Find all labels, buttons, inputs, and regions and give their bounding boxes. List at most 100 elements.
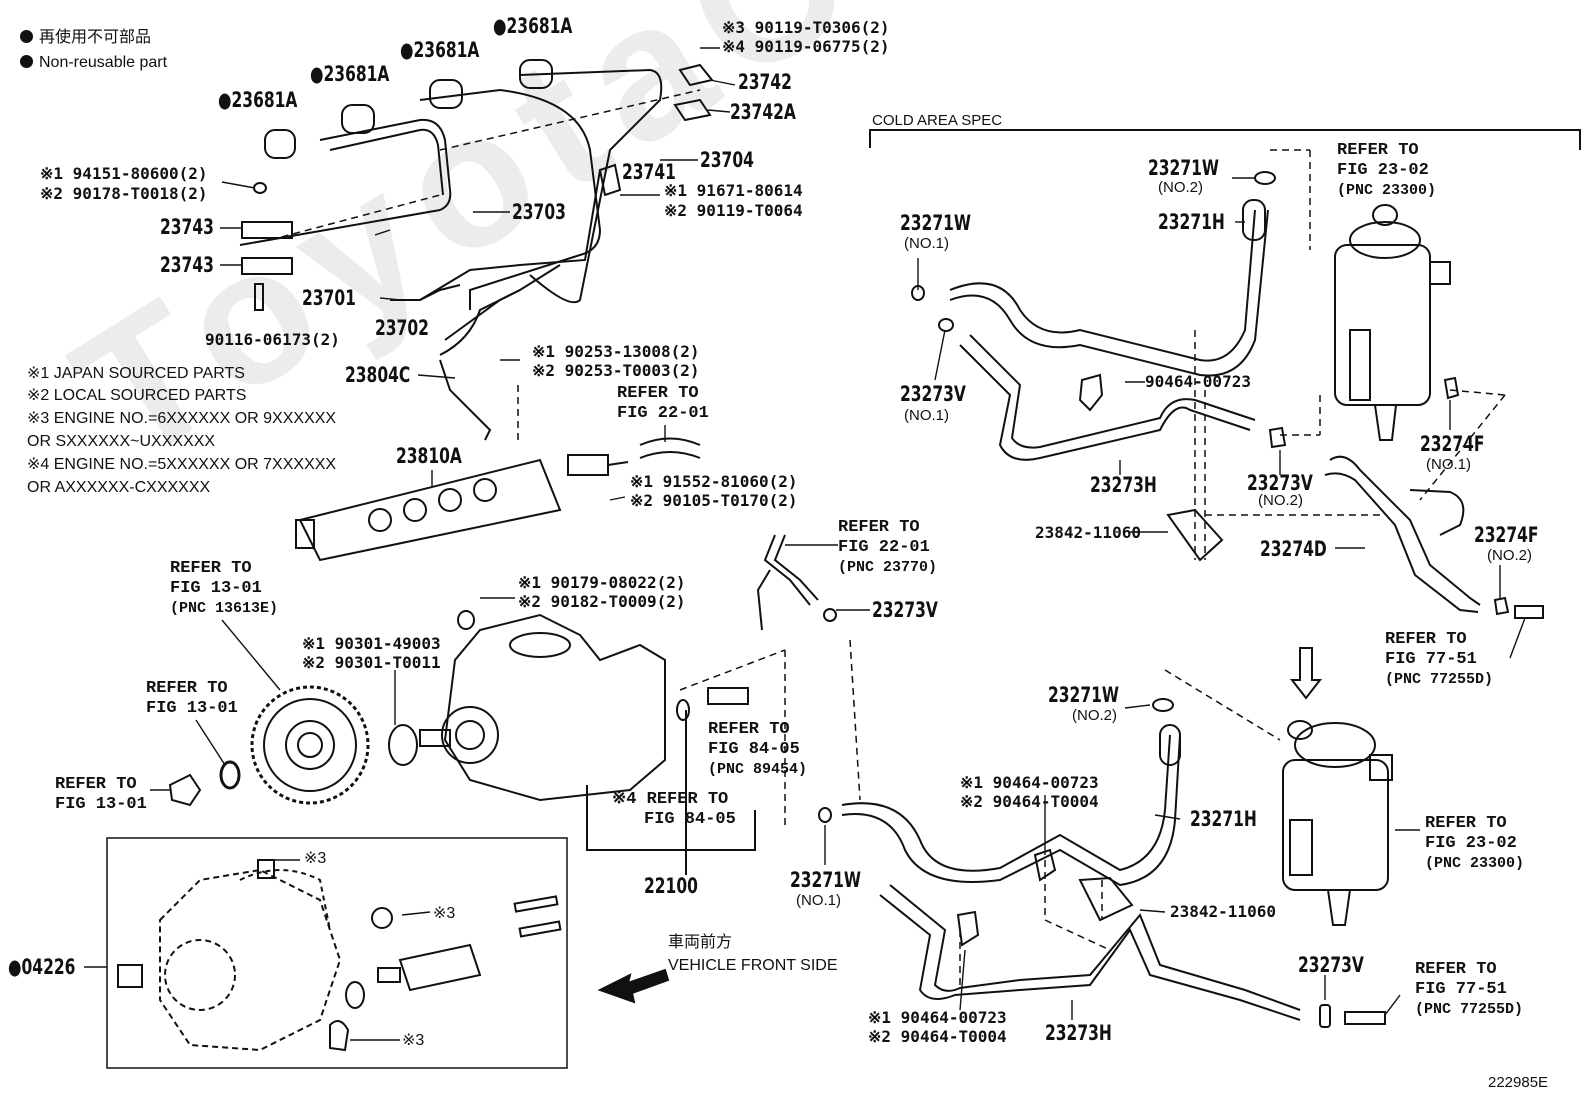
part-sub-no2: (NO.2): [1072, 707, 1117, 724]
part-label-91552-81060[interactable]: ※1 91552-81060(2): [630, 472, 798, 491]
part-label-23681A[interactable]: ●23681A: [310, 62, 390, 86]
part-label-23271W[interactable]: 23271W: [900, 211, 971, 235]
refer-fig-13-01[interactable]: REFER TO FIG 13-01: [146, 679, 238, 718]
injector-nozzles: [264, 59, 553, 159]
part-label-90464-00723[interactable]: ※1 90464-00723: [868, 1008, 1007, 1027]
vehicle-front-jp: 車両前方: [668, 934, 733, 951]
vehicle-front-en: VEHICLE FRONT SIDE: [668, 957, 838, 974]
leader-lines: [84, 47, 1526, 1041]
part-label-23681A[interactable]: ●23681A: [218, 88, 298, 112]
refer-fig-84-05[interactable]: ※4 REFER TO FIG 84-05: [612, 790, 736, 829]
down-arrow: [1289, 647, 1323, 700]
part-label-91671-80614[interactable]: ※1 91671-80614: [664, 181, 803, 200]
part-sub-no1: (NO.1): [1426, 456, 1471, 473]
figure-id: 222985E: [1488, 1074, 1549, 1091]
part-label-23842-11060[interactable]: 23842-11060: [1035, 523, 1141, 542]
part-label-23271W[interactable]: 23271W: [1148, 156, 1219, 180]
part-label-90119-T0064[interactable]: ※2 90119-T0064: [664, 201, 803, 220]
refer-fig-22-01[interactable]: REFER TO FIG 22-01: [617, 384, 709, 423]
part-label-23273H[interactable]: 23273H: [1090, 473, 1157, 497]
part-label-90253-13008[interactable]: ※1 90253-13008(2): [532, 342, 700, 361]
refer-fig-13-01[interactable]: REFER TO FIG 13-01: [55, 775, 147, 814]
part-label-23271H[interactable]: 23271H: [1158, 210, 1225, 234]
cold-area-bracket: [869, 129, 1581, 150]
part-label-90464-T0004[interactable]: ※2 90464-T0004: [960, 792, 1099, 811]
part-label-90464-00723[interactable]: 90464-00723: [1145, 372, 1251, 391]
standard-hoses: [756, 534, 1386, 1028]
part-label-23681A[interactable]: ●23681A: [493, 14, 573, 38]
part-label-23741[interactable]: 23741: [622, 160, 676, 184]
part-label-23810A[interactable]: 23810A: [396, 444, 462, 468]
refer-fig-23-02-pnc-23300[interactable]: REFER TO FIG 23-02 (PNC 23300): [1425, 814, 1525, 872]
non-reusable-bullet-icon: [20, 55, 33, 68]
supply-pump: [419, 610, 749, 802]
part-label-90179-08022[interactable]: ※1 90179-08022(2): [518, 573, 686, 592]
part-label-90178-T0018[interactable]: ※2 90178-T0018(2): [40, 184, 208, 203]
refer-fig-13-01-pnc-13613E[interactable]: REFER TO FIG 13-01 (PNC 13613E): [170, 559, 279, 617]
part-label-90182-T0009[interactable]: ※2 90182-T0009(2): [518, 592, 686, 611]
part-sub-no2: (NO.2): [1487, 547, 1532, 564]
part-label-23273H[interactable]: 23273H: [1045, 1021, 1112, 1045]
part-label-90119-T0306[interactable]: ※3 90119-T0306(2): [722, 18, 890, 37]
dashed-leaders: [269, 89, 1506, 990]
part-label-22100[interactable]: 22100: [644, 874, 698, 898]
legend-jp: 再使用不可部品: [20, 30, 151, 46]
part-label-23701[interactable]: 23701: [302, 286, 356, 310]
note-3-cont: OR SXXXXXX~UXXXXXX: [27, 433, 216, 450]
part-sub-no1: (NO.1): [796, 892, 841, 909]
part-label-04226[interactable]: ●04226: [8, 955, 76, 979]
part-label-90301-T0011[interactable]: ※2 90301-T0011: [302, 653, 441, 672]
fuel-filter-top: [1334, 204, 1451, 441]
part-label-23274F[interactable]: 23274F: [1420, 432, 1485, 456]
part-label-23273V[interactable]: 23273V: [872, 598, 938, 622]
note-4-cont: OR AXXXXXX-CXXXXXX: [27, 479, 211, 496]
refer-fig-23-02-pnc-23300[interactable]: REFER TO FIG 23-02 (PNC 23300): [1337, 141, 1437, 199]
note-ref-3: ※3: [433, 905, 456, 922]
injection-pipes: [239, 68, 663, 441]
note-1: ※1 JAPAN SOURCED PARTS: [27, 365, 245, 382]
part-label-23273V[interactable]: 23273V: [1298, 953, 1364, 977]
pipe-clamps: [241, 63, 714, 311]
refer-fig-22-01-pnc-23770[interactable]: REFER TO FIG 22-01 (PNC 23770): [838, 518, 938, 576]
part-label-90105-T0170[interactable]: ※2 90105-T0170(2): [630, 491, 798, 510]
part-label-23271W[interactable]: 23271W: [1048, 683, 1119, 707]
part-label-23274F[interactable]: 23274F: [1474, 523, 1539, 547]
part-label-90116-06173[interactable]: 90116-06173(2): [205, 330, 340, 349]
part-label-90464-00723[interactable]: ※1 90464-00723: [960, 773, 1099, 792]
sub-assembly-box: [106, 837, 568, 1069]
cold-area-hoses: [911, 171, 1544, 619]
note-ref-3: ※3: [402, 1032, 425, 1049]
part-label-90253-T0003[interactable]: ※2 90253-T0003(2): [532, 361, 700, 380]
note-ref-3: ※3: [304, 850, 327, 867]
drive-gear: [168, 685, 418, 807]
part-sub-no2: (NO.2): [1258, 492, 1303, 509]
part-label-23702[interactable]: 23702: [375, 316, 429, 340]
part-label-23273V[interactable]: 23273V: [1247, 471, 1313, 495]
part-label-23681A[interactable]: ●23681A: [400, 38, 480, 62]
part-label-23704[interactable]: 23704: [700, 148, 754, 172]
part-label-23271W[interactable]: 23271W: [790, 868, 861, 892]
part-label-23743[interactable]: 23743: [160, 215, 214, 239]
part-label-23742A[interactable]: 23742A: [730, 100, 796, 124]
part-label-23743[interactable]: 23743: [160, 253, 214, 277]
common-rail: [295, 437, 701, 562]
part-label-23742[interactable]: 23742: [738, 70, 792, 94]
part-label-90301-49003[interactable]: ※1 90301-49003: [302, 634, 441, 653]
refer-fig-77-51-pnc-77255D[interactable]: REFER TO FIG 77-51 (PNC 77255D): [1415, 960, 1524, 1018]
part-label-90464-T0004[interactable]: ※2 90464-T0004: [868, 1027, 1007, 1046]
refer-fig-84-05-pnc-89454[interactable]: REFER TO FIG 84-05 (PNC 89454): [708, 720, 808, 778]
part-label-90119-06775[interactable]: ※4 90119-06775(2): [722, 37, 890, 56]
note-3: ※3 ENGINE NO.=6XXXXXX OR 9XXXXXX: [27, 410, 337, 427]
note-4: ※4 ENGINE NO.=5XXXXXX OR 7XXXXXX: [27, 456, 337, 473]
part-label-23274D[interactable]: 23274D: [1260, 537, 1327, 561]
part-label-94151-80600[interactable]: ※1 94151-80600(2): [40, 164, 208, 183]
part-label-23842-11060[interactable]: 23842-11060: [1170, 902, 1276, 921]
part-label-23271H[interactable]: 23271H: [1190, 807, 1257, 831]
part-label-23273V[interactable]: 23273V: [900, 382, 966, 406]
part-label-23804C[interactable]: 23804C: [345, 363, 411, 387]
refer-fig-77-51-pnc-77255D[interactable]: REFER TO FIG 77-51 (PNC 77255D): [1385, 630, 1494, 688]
cold-area-spec-title: COLD AREA SPEC: [872, 112, 1003, 129]
part-label-23703[interactable]: 23703: [512, 200, 566, 224]
